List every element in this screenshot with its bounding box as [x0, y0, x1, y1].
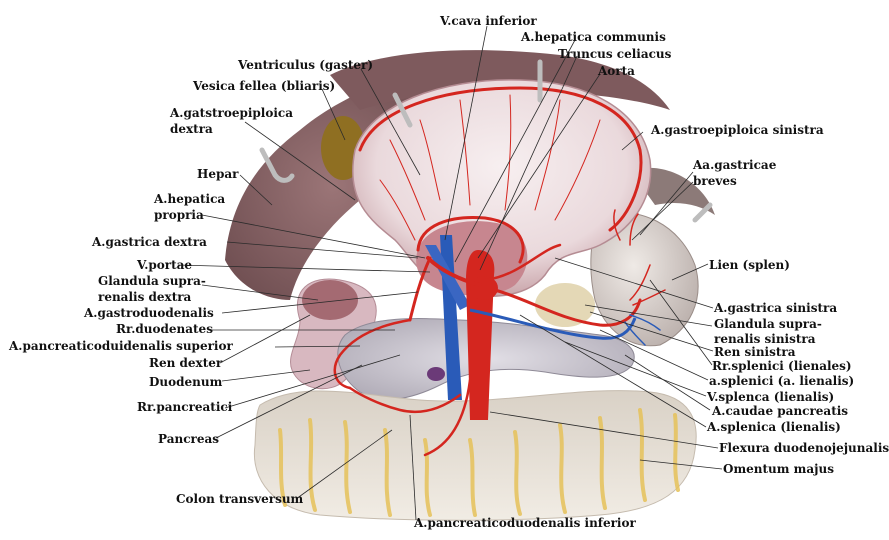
label-ren-dexter: Ren dexter: [149, 356, 223, 370]
label-colon-transversum: Colon transversum: [176, 492, 304, 506]
label-a-splenica: A.splenica (lienalis): [707, 420, 841, 434]
label-a-pancreaticoduodenalis-superior: A.pancreaticoduidenalis superior: [9, 339, 233, 353]
label-omentum-majus: Omentum majus: [723, 462, 834, 476]
label-glandula-dextra-2: renalis dextra: [98, 290, 192, 304]
leader-lines: [177, 25, 723, 521]
label-pancreas: Pancreas: [158, 432, 219, 446]
omentum-fat: [278, 408, 680, 517]
label-hepar: Hepar: [197, 167, 239, 181]
label-aa-gastricae-breves-2: breves: [693, 174, 737, 188]
flexura-spot: [427, 367, 445, 381]
label-a-gastrica-dextra: A.gastrica dextra: [92, 235, 207, 249]
label-a-caudae-pancreatis: A.caudae pancreatis: [712, 404, 849, 418]
label-aorta: Aorta: [598, 64, 635, 78]
label-rr-duodenates: Rr.duodenates: [116, 322, 213, 336]
portal-vein-shape: [425, 245, 470, 310]
label-a-hepatica-propria-1: A.hepatica: [154, 192, 226, 206]
label-a-splenici: a.splenici (a. lienalis): [709, 374, 855, 388]
label-vena-cava-inferior: V.cava inferior: [440, 14, 537, 28]
splenic-vein-shape: [469, 308, 637, 340]
label-a-gastroepiploica-dextra-2: dextra: [170, 122, 213, 136]
label-aa-gastricae-breves-1: Aa.gastricae: [693, 158, 777, 172]
label-glandula-sinistra-2: renalis sinistra: [714, 332, 816, 346]
arteries: [333, 86, 643, 457]
label-a-gastroepiploica-sinistra: A.gastroepiploica sinistra: [651, 123, 824, 137]
ren-sinistra-shape: [535, 283, 595, 327]
label-glandula-sinistra-1: Glandula supra-: [714, 317, 822, 331]
label-vesica-fellea: Vesica fellea (bliaris): [193, 79, 336, 93]
label-a-pancreaticoduodenalis-inferior: A.pancreaticoduodenalis inferior: [414, 516, 636, 530]
label-glandula-dextra-1: Glandula supra-: [98, 274, 206, 288]
label-duodenum: Duodenum: [149, 375, 223, 389]
aorta-shape: [466, 250, 495, 420]
ren-dexter-shape: [302, 280, 358, 320]
splenic-branches: [624, 264, 666, 346]
diaphragm-flap: [630, 167, 715, 215]
label-flexura-duodenojejunalis: Flexura duodenojejunalis: [719, 441, 889, 455]
label-rr-splenici: Rr.splenici (lienales): [712, 359, 852, 373]
celiac-trunk-shape: [470, 276, 498, 300]
omentum-shape: [253, 390, 697, 521]
label-ventriculus: Ventriculus (gaster): [238, 58, 374, 72]
label-ren-sinistra: Ren sinistra: [714, 345, 796, 359]
label-a-hepatica-propria-2: propria: [154, 208, 204, 222]
label-rr-pancreatici: Rr.pancreatici: [137, 400, 233, 414]
label-a-gastroepiploica-dextra-1: A.gatstroepiploica: [170, 106, 293, 120]
label-v-portae: V.portae: [137, 258, 193, 272]
retractor-hooks: [259, 59, 713, 223]
label-a-gastroduodenalis: A.gastroduodenalis: [84, 306, 214, 320]
label-v-splenca: V.splenca (lienalis): [707, 390, 835, 404]
label-truncus-celiacus: Truncus celiacus: [558, 47, 672, 61]
label-a-hepatica-communis: A.hepatica communis: [521, 30, 666, 44]
label-lien: Lien (splen): [709, 258, 790, 272]
label-a-gastrica-sinistra: A.gastrica sinistra: [714, 301, 838, 315]
